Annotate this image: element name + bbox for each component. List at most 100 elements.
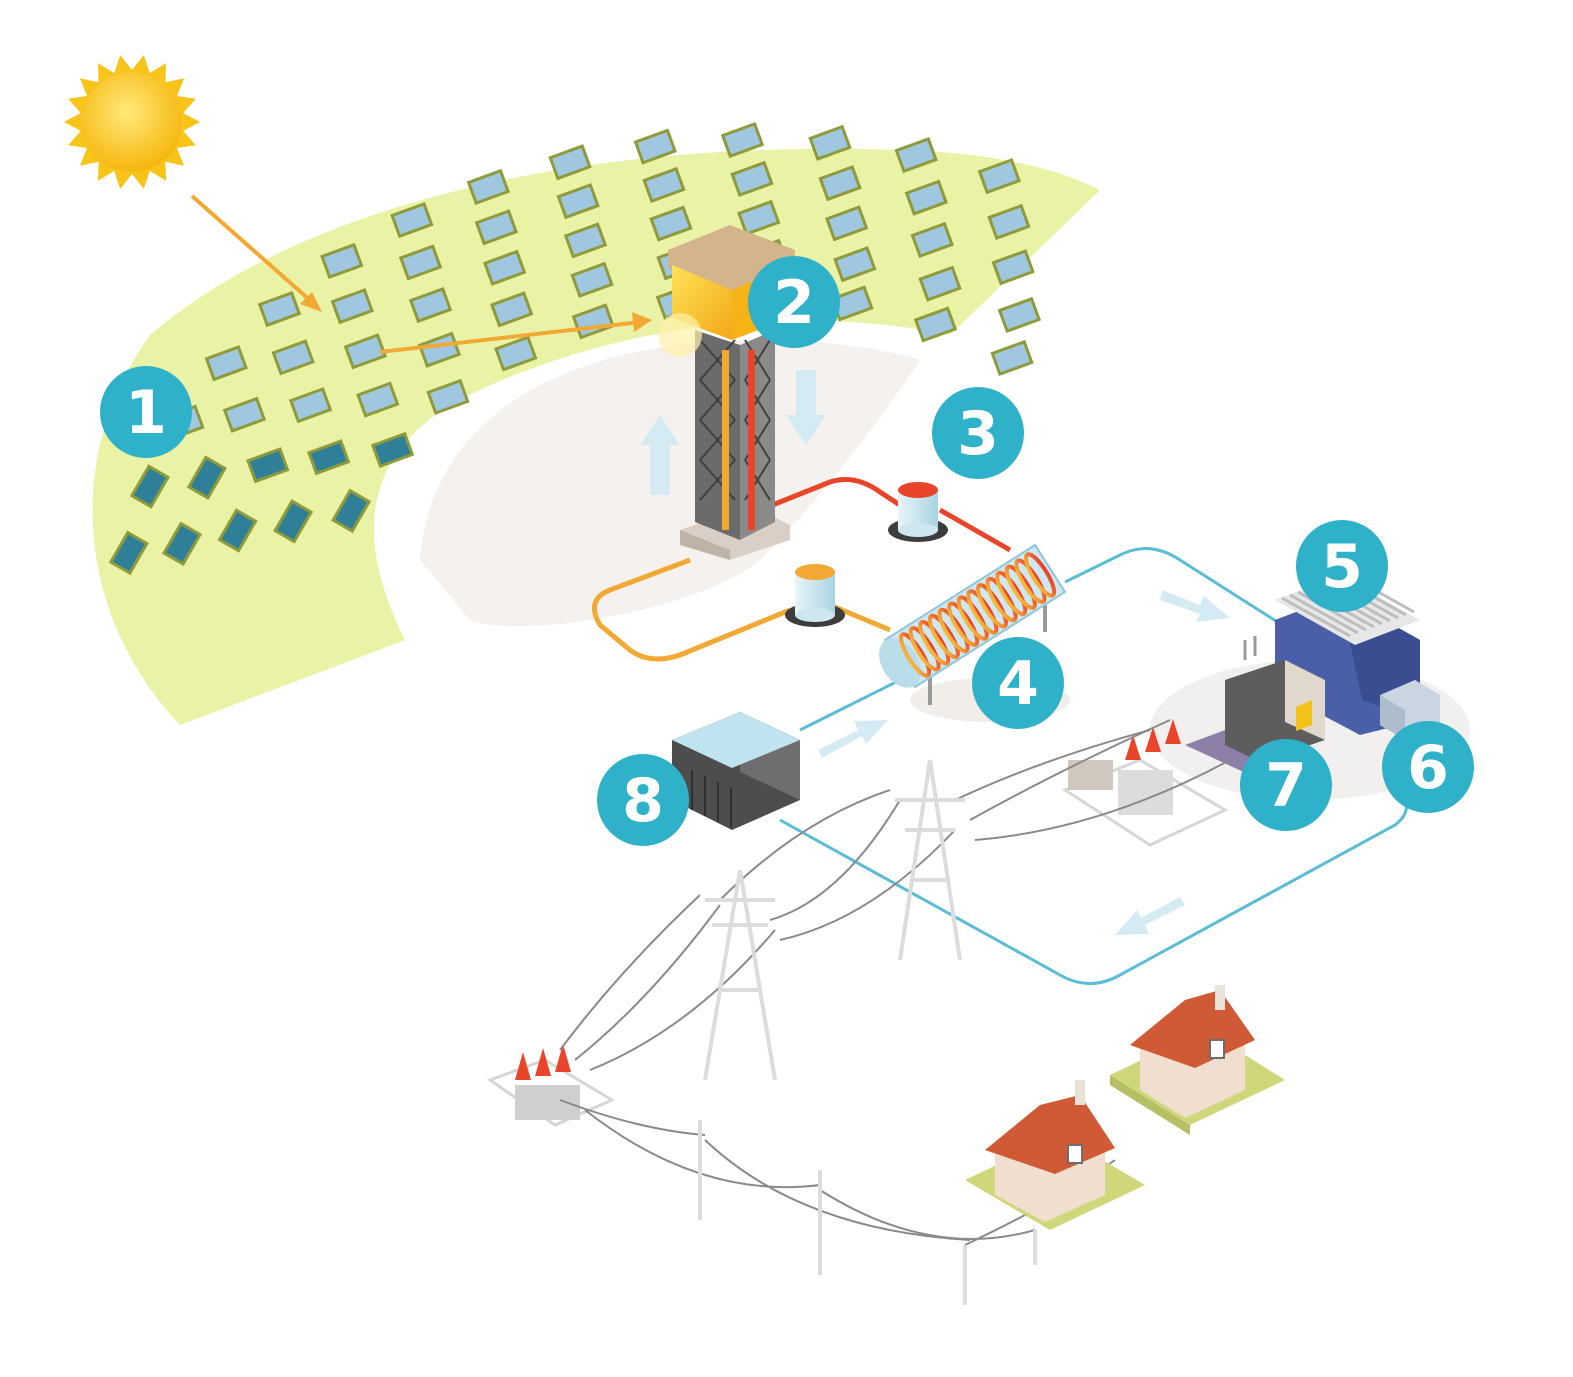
warm-salt-tank — [785, 564, 845, 627]
heliostat-mirror — [642, 166, 686, 204]
heliostat-mirror — [306, 439, 351, 476]
heliostat-mirror — [990, 339, 1034, 377]
heliostat-mirror — [343, 333, 388, 370]
pylons — [698, 759, 1037, 1305]
heliostat-mirror — [649, 205, 693, 242]
flow-arrows — [640, 370, 1230, 935]
heliostat-mirror — [563, 222, 608, 259]
heliostat-mirror — [271, 339, 315, 376]
badge-circle — [597, 754, 689, 846]
badge-circle — [1382, 721, 1474, 813]
heliostat-mirror — [977, 158, 1022, 195]
badge-number: 2 — [773, 268, 815, 338]
heat-exchanger-coil-loop — [898, 632, 932, 678]
heliostat-mirror — [330, 288, 374, 325]
badge-number: 5 — [1321, 532, 1363, 602]
heat-exchanger-coil-loop — [975, 583, 1008, 629]
heliostat-mirror — [987, 203, 1031, 241]
house-front — [965, 1080, 1145, 1230]
badge-circle — [100, 366, 192, 458]
heat-exchanger-coil-loop — [995, 570, 1028, 617]
heliostat-mirror — [913, 306, 958, 343]
heliostat-mirror — [398, 244, 443, 281]
heliostat-mirror — [217, 508, 258, 553]
heliostat-mirror — [161, 521, 203, 567]
heliostat-mirror — [108, 530, 149, 576]
heliostat-mirror — [997, 296, 1042, 334]
heliostat-mirror — [730, 160, 774, 197]
heliostat-mirror — [918, 265, 962, 302]
heliostat-mirror — [824, 205, 869, 242]
hot-salt-tank — [888, 482, 948, 542]
heat-exchanger-coil-loop — [966, 589, 999, 635]
heliostat-mirror — [570, 261, 614, 298]
badge-number: 6 — [1407, 733, 1449, 803]
heliostat-mirror — [833, 246, 877, 283]
heliostat-mirror — [129, 464, 171, 509]
heliostat-mirror — [808, 124, 852, 161]
badge-circle — [932, 387, 1024, 479]
heliostat-mirror — [246, 447, 290, 484]
heat-exchanger — [879, 543, 1070, 722]
substation-distribution — [486, 1044, 616, 1127]
badge-generator: 6 — [1382, 721, 1474, 813]
heat-exchanger-coil-loop — [956, 595, 989, 641]
heliostat-mirror — [991, 249, 1035, 286]
heat-exchanger-coil-loop — [1023, 552, 1057, 598]
heliostat-mirror — [494, 335, 538, 372]
heliostat-mirror — [910, 221, 954, 259]
heliostat-mirror — [894, 136, 938, 174]
badge-circle — [748, 256, 840, 348]
heliostat-mirror — [818, 165, 862, 202]
heliostat-mirror — [186, 455, 227, 500]
badge-number: 7 — [1265, 751, 1307, 821]
badge-heat-exchanger: 4 — [972, 637, 1064, 729]
sun-icon — [64, 55, 200, 189]
heat-exchanger-coil-loop — [1004, 564, 1037, 610]
badge-number: 3 — [957, 399, 999, 469]
heliostat-mirror — [257, 290, 302, 328]
heliostat-mirror — [720, 121, 765, 159]
heat-exchanger-coil-loop — [918, 620, 951, 666]
hot-salt-pipe — [759, 477, 1012, 553]
heliostat-mirror — [426, 378, 470, 415]
badge-heliostat-field: 1 — [100, 366, 192, 458]
heat-exchanger-coil-loop — [927, 613, 960, 660]
badge-turbine-hall: 5 — [1296, 520, 1388, 612]
heliostat-mirror — [489, 291, 534, 328]
badge-receiver-tower: 2 — [748, 256, 840, 348]
heliostat-mirror — [904, 179, 949, 216]
heliostat-mirror — [466, 168, 511, 206]
house-back — [1110, 985, 1285, 1135]
step-badges: 1 2 3 4 5 6 7 8 — [100, 256, 1474, 846]
badge-circle — [1240, 739, 1332, 831]
heliostat-mirror — [390, 201, 434, 239]
heat-exchanger-coil-loop — [937, 607, 970, 654]
roof-vent — [1281, 596, 1351, 638]
badge-number: 8 — [622, 766, 664, 836]
roof-vent — [1289, 593, 1359, 635]
heliostat-mirror — [273, 499, 314, 544]
heliostat-mirror — [737, 199, 781, 236]
badge-circle — [972, 637, 1064, 729]
heat-exchanger-coil-loop — [947, 601, 980, 647]
heliostat-mirror — [548, 144, 592, 181]
heliostat-mirror — [288, 387, 333, 424]
heliostat-mirror — [474, 209, 519, 246]
heliostat-mirror — [222, 396, 267, 433]
heliostat-mirror — [320, 242, 364, 280]
heliostat-mirror — [408, 286, 453, 324]
badge-number: 4 — [997, 649, 1039, 719]
heliostat-mirror — [556, 183, 600, 220]
cooling-condenser — [672, 712, 800, 830]
heat-exchanger-coil-loop — [908, 626, 941, 672]
heat-exchanger-coil-loop — [985, 576, 1018, 623]
heat-exchanger-coil-loop — [1014, 558, 1047, 604]
heliostat-mirror — [633, 128, 677, 165]
badge-cooling-condenser: 8 — [597, 754, 689, 846]
badge-salt-storage: 3 — [932, 387, 1024, 479]
heliostat-mirror — [370, 431, 415, 469]
heliostat-mirror — [482, 249, 527, 286]
heliostat-mirror — [331, 488, 372, 534]
badge-transformer: 7 — [1240, 739, 1332, 831]
